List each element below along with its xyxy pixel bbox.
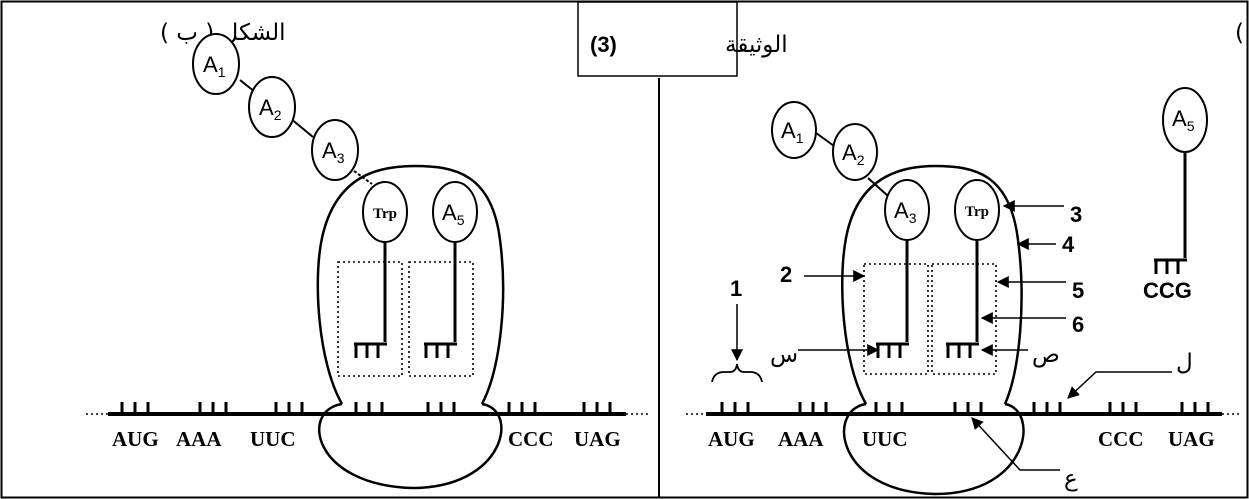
svg-text:A1: A1 bbox=[781, 118, 804, 146]
panel-a-codon-1: AUG bbox=[708, 427, 755, 451]
panel-b-trna-a5: A5 bbox=[424, 181, 478, 358]
panel-a-a-site bbox=[931, 263, 997, 375]
panel-a-label-3: 3 bbox=[1070, 202, 1082, 227]
panel-b-a-site bbox=[408, 261, 474, 377]
svg-text:Trp: Trp bbox=[965, 204, 989, 220]
panel-a-codon-3: UUC bbox=[862, 427, 908, 451]
panel-a-codon-ticks bbox=[720, 402, 1210, 414]
panel-a-a2-bead: A2 bbox=[832, 123, 878, 181]
panel-b-a2-bead: A2 bbox=[248, 76, 296, 138]
panel-a-free-trna-a5: A5 CCG bbox=[1143, 87, 1208, 303]
panel-b-codon-5: UAG bbox=[574, 427, 621, 451]
panel-b-codon-4: CCC bbox=[508, 427, 554, 451]
panel-a-ribosome-large-subunit bbox=[841, 164, 1023, 405]
panel-b-codon-3: UUC bbox=[250, 427, 296, 451]
panel-a-free-anticodon: CCG bbox=[1143, 278, 1192, 303]
panel-a-label-sad: ص bbox=[1032, 342, 1060, 368]
document-title: الوثيقة bbox=[725, 32, 788, 58]
svg-text:Trp: Trp bbox=[373, 206, 397, 222]
panel-a-ribosome-small-subunit bbox=[842, 402, 1025, 496]
panel-a-codon-2: AAA bbox=[778, 427, 824, 451]
panel-a-codon-brace bbox=[711, 363, 763, 383]
panel-b-codon-2: AAA bbox=[176, 427, 222, 451]
document-title-box: الوثيقة (3) bbox=[577, 1, 788, 77]
panel-b-trna-trp: Trp bbox=[354, 181, 408, 358]
svg-text:A5: A5 bbox=[1172, 106, 1195, 134]
panel-b-p-site bbox=[337, 261, 403, 377]
panel-a-label-seen: س bbox=[770, 342, 798, 368]
svg-text:A3: A3 bbox=[322, 138, 345, 166]
svg-text:A3: A3 bbox=[894, 198, 917, 226]
svg-text:A5: A5 bbox=[442, 200, 465, 228]
panel-b-codon-1: AUG bbox=[112, 427, 159, 451]
svg-text:A2: A2 bbox=[259, 95, 282, 123]
panel-a-label-2: 2 bbox=[780, 262, 792, 287]
panel-a: الشكل ( أ ) AUG AAA UUC CCC UAG A1 bbox=[686, 17, 1249, 496]
panel-b-ribosome-small-subunit bbox=[318, 402, 503, 490]
panel-a-label-4: 4 bbox=[1062, 232, 1075, 257]
panel-a-label-6: 6 bbox=[1072, 312, 1084, 337]
panel-b-codon-ticks bbox=[120, 402, 612, 414]
svg-text:A2: A2 bbox=[842, 140, 865, 168]
panel-a-label-lam: ل bbox=[1176, 350, 1193, 376]
panel-b-ribosome-large-subunit bbox=[316, 164, 505, 405]
document-title-word: الوثيقة bbox=[725, 32, 788, 58]
panel-a-label-1: 1 bbox=[730, 276, 742, 301]
panel-a-codon-5: UAG bbox=[1168, 427, 1215, 451]
panel-a-p-site bbox=[863, 263, 929, 375]
panel-a-label-ain: ع bbox=[1064, 466, 1078, 492]
panel-b: الشكل ( ب ) AUG AAA UUC CCC UAG bbox=[86, 20, 648, 490]
panel-b-a3-bead: A3 bbox=[311, 119, 359, 181]
panel-a-trna-trp: Trp bbox=[946, 179, 1000, 358]
panel-a-title: الشكل ( أ ) bbox=[1235, 17, 1249, 46]
panel-a-label-5: 5 bbox=[1072, 278, 1084, 303]
panel-a-trna-a3: A3 bbox=[876, 179, 930, 358]
document-number: (3) bbox=[590, 32, 617, 57]
svg-text:A1: A1 bbox=[203, 52, 226, 80]
panel-b-a1-bead: A1 bbox=[192, 33, 240, 95]
panel-a-a1-bead: A1 bbox=[771, 101, 817, 159]
panel-a-codon-4: CCC bbox=[1098, 427, 1144, 451]
